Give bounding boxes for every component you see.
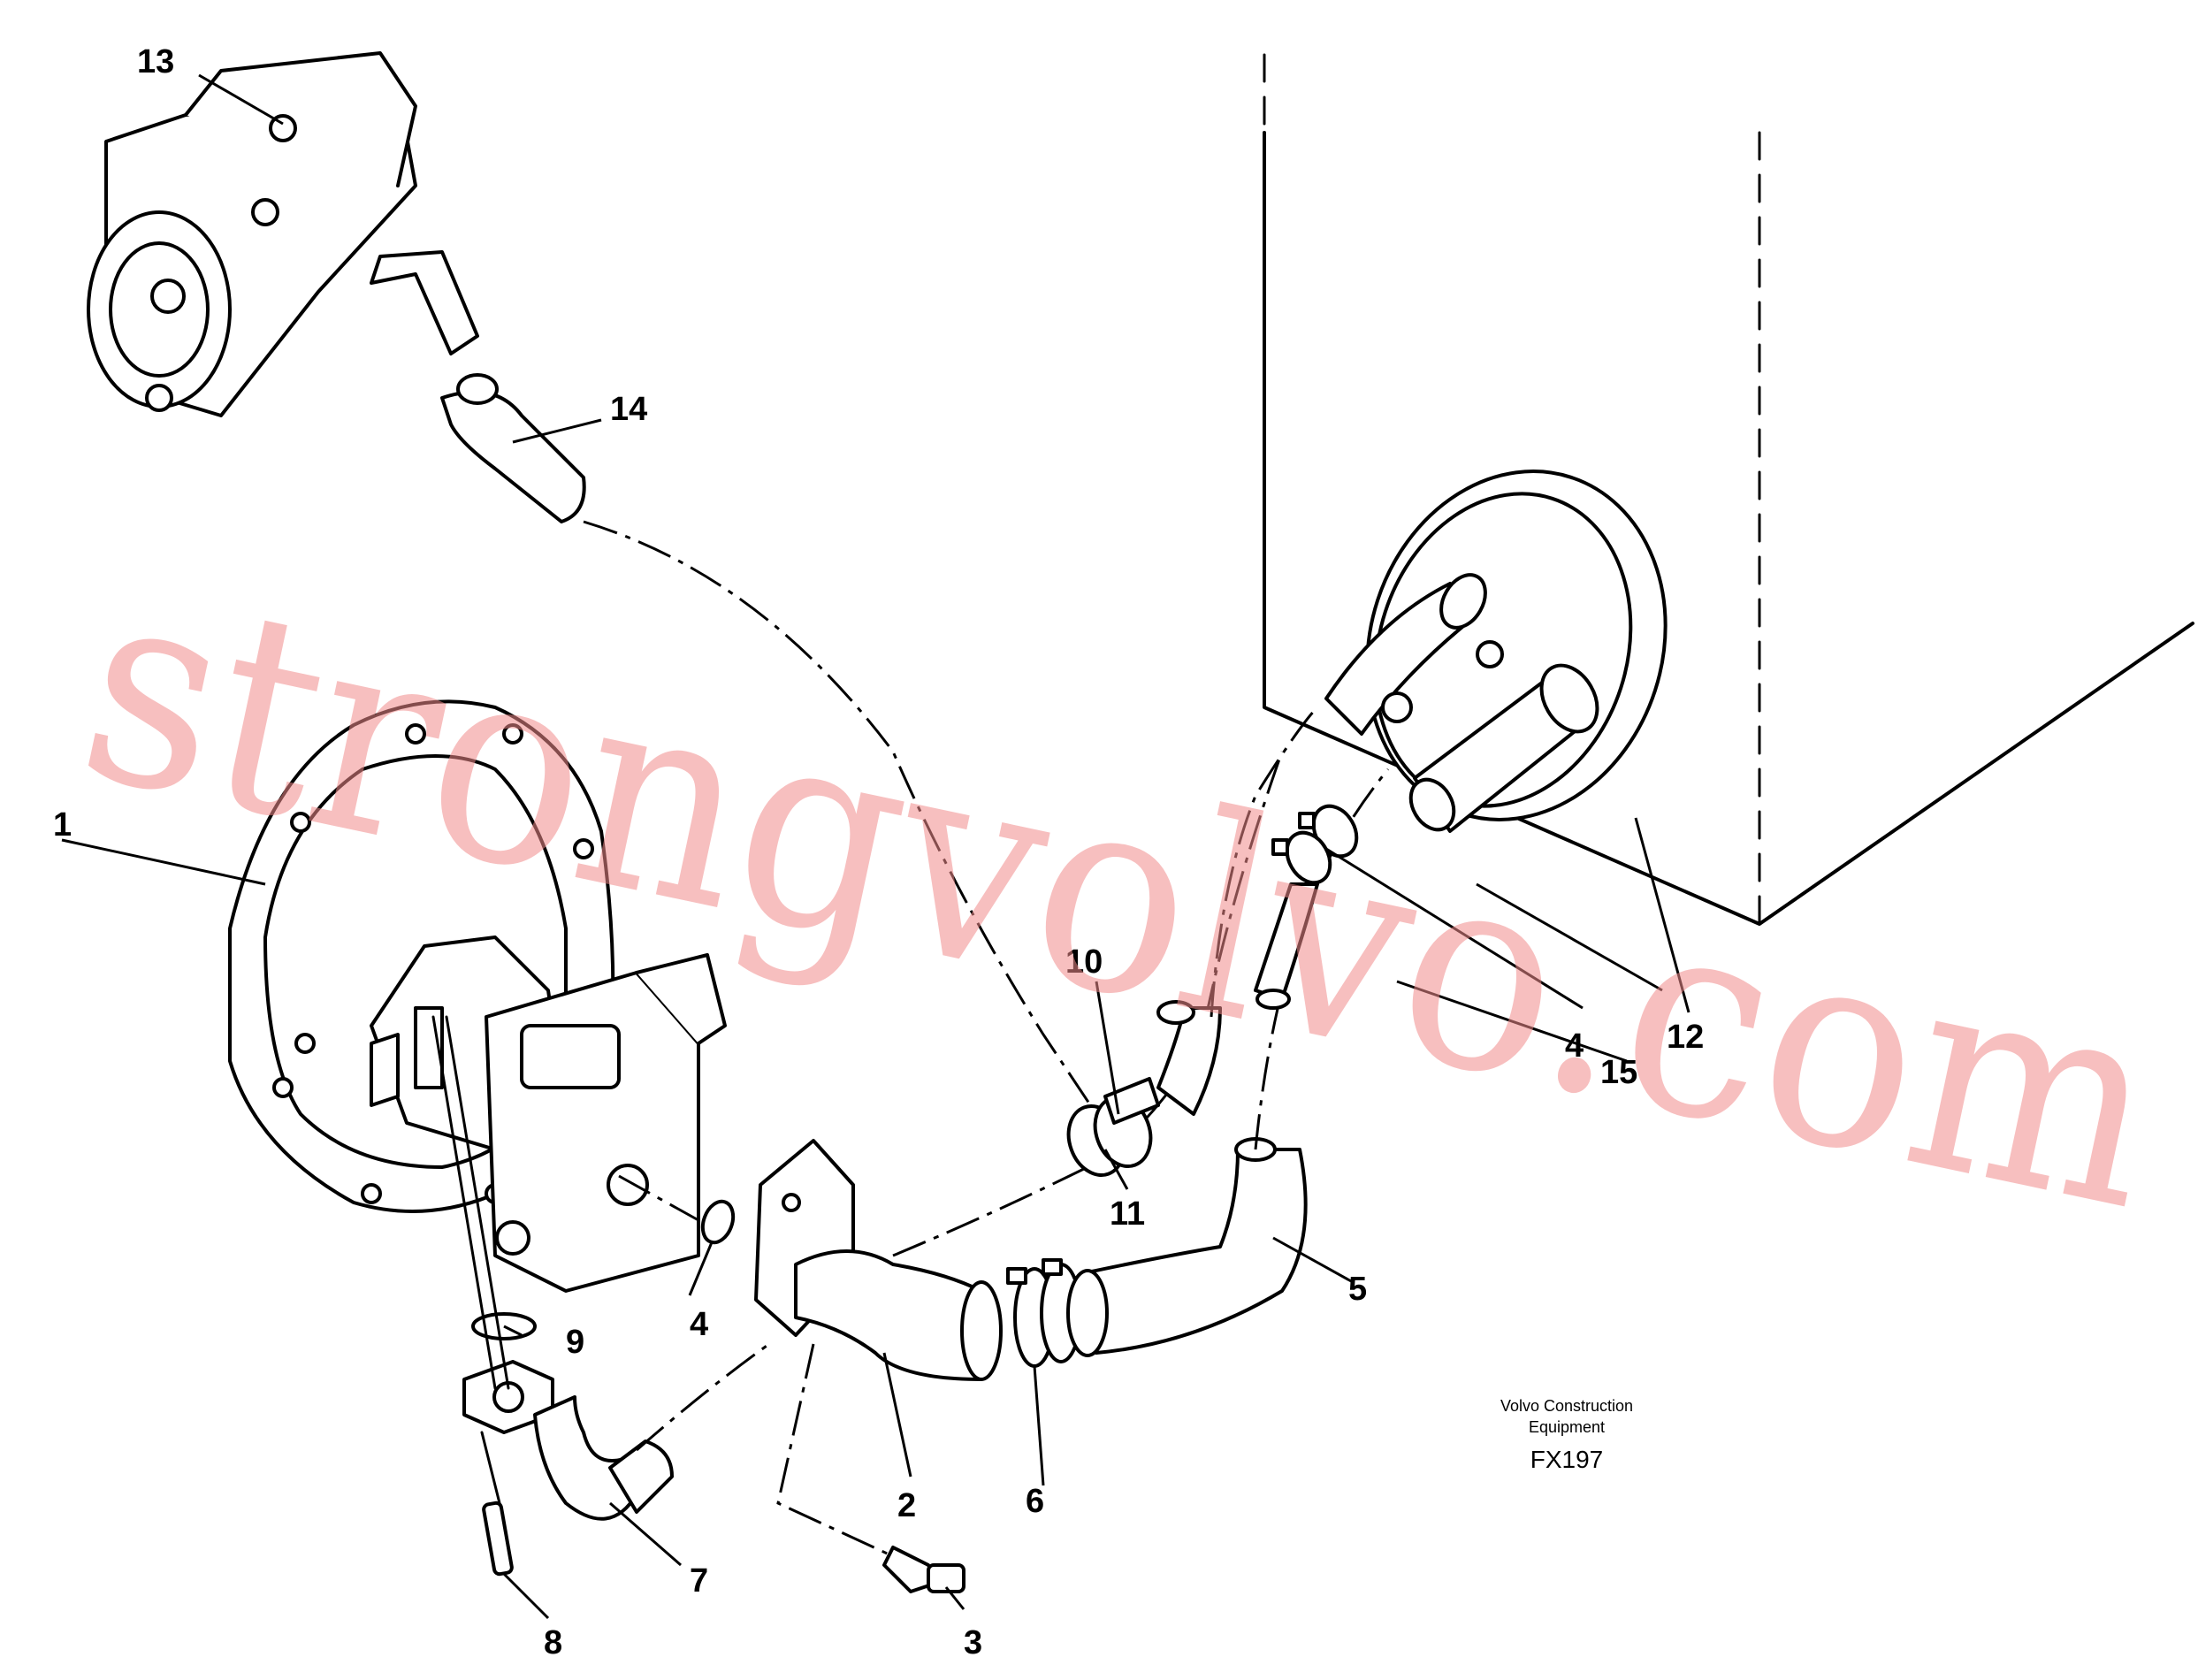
return-line: [1210, 706, 1390, 1150]
callout-13: 13: [137, 43, 174, 80]
credit-line-2: Equipment: [1529, 1418, 1605, 1436]
callout-8: 8: [544, 1624, 562, 1661]
callout-10: 10: [1065, 943, 1103, 981]
callout-9: 9: [566, 1324, 584, 1361]
callout-4b: 4: [1565, 1027, 1584, 1065]
bolt-8: [480, 1431, 514, 1577]
return-hose-joint: [1066, 1000, 1222, 1177]
callout-3: 3: [964, 1624, 982, 1661]
callout-12: 12: [1667, 1019, 1704, 1056]
drain-hose-14: [440, 373, 1098, 1115]
callout-6: 6: [1026, 1483, 1044, 1520]
callout-2: 2: [897, 1487, 916, 1524]
main-hydraulic-pump: [294, 935, 727, 1293]
callout-14: 14: [610, 391, 647, 428]
suction-flange-2: [754, 751, 1284, 1381]
credit-block: Volvo Construction Equipment FX197: [1500, 1397, 1633, 1473]
tank-cover-flange: [1324, 470, 1668, 833]
callout-11: 11: [1110, 1195, 1145, 1233]
callout-7: 7: [690, 1562, 708, 1600]
callout-1: 1: [53, 806, 72, 844]
bolt-3: [776, 1343, 965, 1593]
pressure-pipe-7: [431, 1015, 770, 1521]
figure-code: FX197: [1530, 1446, 1604, 1473]
callout-15: 15: [1600, 1054, 1637, 1091]
leader-lines: [61, 73, 1690, 1620]
callout-4a: 4: [690, 1306, 708, 1343]
auxiliary-pump: [87, 51, 479, 417]
credit-line-1: Volvo Construction: [1500, 1397, 1633, 1415]
callouts: 1 2 3 4 4 5 6 7 8 9 10 11 12 13 14 15: [53, 43, 1704, 1661]
callout-5: 5: [1348, 1271, 1367, 1308]
